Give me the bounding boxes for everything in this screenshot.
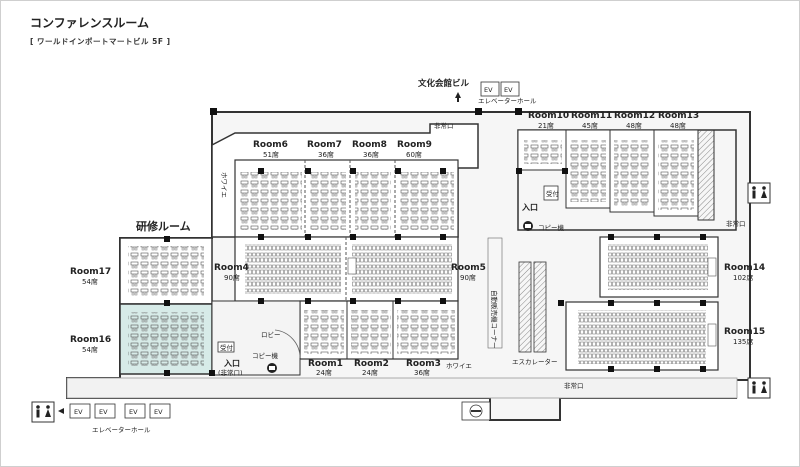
- room6-seats: 51席: [263, 150, 279, 159]
- room4-name: Room4: [214, 263, 249, 273]
- room3-seats: 36席: [414, 368, 430, 377]
- room15-name: Room15: [724, 327, 765, 337]
- ev-label: EV: [504, 86, 513, 94]
- training-room-label: 研修ルーム: [136, 219, 191, 233]
- room12-name: Room12: [614, 111, 655, 121]
- room4-seats: 90席: [224, 273, 240, 282]
- copy-machine-icon: [523, 221, 533, 231]
- restroom-icon: [31, 401, 55, 423]
- room5-seats: 90席: [460, 273, 476, 282]
- rooms-10-13: [517, 129, 737, 231]
- room11-seats: 45席: [582, 121, 598, 130]
- entrance-emergency-label: (非常口): [218, 368, 243, 377]
- rooms-14-15: [565, 236, 719, 371]
- room3-name: Room3: [406, 359, 441, 369]
- room10-name: Room10: [528, 111, 569, 121]
- elevator-hall-bottom: エレベーターホール: [92, 425, 151, 434]
- lobby-area: [211, 300, 301, 376]
- smoking-area-icon: [461, 401, 491, 421]
- restroom-icon: [747, 377, 771, 399]
- room9-name: Room9: [397, 140, 432, 150]
- entrance-label: 入口: [521, 203, 538, 212]
- entrance-label: 入口: [223, 359, 240, 368]
- ev-bottom: [69, 403, 171, 419]
- room13-seats: 48席: [670, 121, 686, 130]
- copy-machine-label: コピー機: [252, 351, 279, 360]
- rooms-1-3: [299, 300, 459, 360]
- room11-name: Room11: [571, 111, 612, 121]
- room2-seats: 24席: [362, 368, 378, 377]
- room2-name: Room2: [354, 359, 389, 369]
- copy-machine-icon: [267, 363, 277, 373]
- room8-name: Room8: [352, 140, 387, 150]
- building-subtitle: [ ワールドインポートマートビル 5F ]: [30, 37, 171, 46]
- reception-label: 受付: [546, 189, 560, 198]
- room5-name: Room5: [451, 263, 486, 273]
- escalator-area: [487, 237, 547, 353]
- lobby-label: ロビー: [261, 330, 281, 339]
- room1-name: Room1: [308, 359, 343, 369]
- arrow-left-icon: [58, 408, 64, 414]
- ev-label: EV: [154, 408, 163, 416]
- room17-name: Room17: [70, 267, 111, 277]
- room14-name: Room14: [724, 263, 765, 273]
- room7-name: Room7: [307, 140, 342, 150]
- ev-top: [480, 81, 520, 97]
- ev-label: EV: [99, 408, 108, 416]
- hoyer-label: ホワイエ: [220, 172, 228, 198]
- vending-label: 自動販売機コーナー: [490, 290, 499, 349]
- arrow-up-icon: [455, 92, 461, 102]
- escalator-label: エスカレーター: [512, 357, 558, 366]
- room17-seats: 54席: [82, 277, 98, 286]
- room12-seats: 48席: [626, 121, 642, 130]
- room6-name: Room6: [253, 140, 288, 150]
- room9-seats: 60席: [406, 150, 422, 159]
- room1-seats: 24席: [316, 368, 332, 377]
- copy-machine-label: コピー機: [538, 223, 565, 232]
- emergency-exit-label: 非常口: [434, 121, 454, 130]
- rooms-6-9: [211, 123, 479, 238]
- bunka-kaikan-label: 文化会館ビル: [418, 78, 470, 89]
- reception-label: 受付: [220, 343, 234, 352]
- ev-label: EV: [484, 86, 493, 94]
- room7-seats: 36席: [318, 150, 334, 159]
- ev-label: EV: [129, 408, 138, 416]
- emergency-exit-label: 非常口: [726, 219, 746, 228]
- pillars: [164, 108, 706, 376]
- room16-seats: 54席: [82, 345, 98, 354]
- ev-label: EV: [74, 408, 83, 416]
- room10-seats: 21席: [538, 121, 554, 130]
- page-title: コンファレンスルーム: [30, 16, 150, 30]
- room8-seats: 36席: [363, 150, 379, 159]
- room13-name: Room13: [658, 111, 699, 121]
- elevator-hall-top: エレベーターホール: [478, 96, 537, 105]
- room16-name: Room16: [70, 335, 111, 345]
- hoyer-label: ホワイエ: [446, 362, 472, 370]
- room15-seats: 135席: [733, 337, 753, 346]
- emergency-exit-label: 非常口: [564, 381, 584, 390]
- room14-seats: 102席: [733, 273, 753, 282]
- rooms-4-5: [234, 236, 459, 302]
- restroom-icon: [747, 182, 771, 204]
